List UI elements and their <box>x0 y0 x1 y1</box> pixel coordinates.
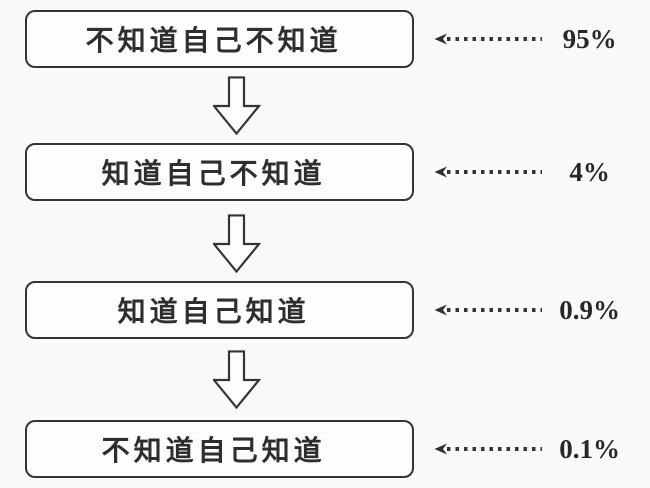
left-arrowhead-icon <box>434 33 448 45</box>
flow-box-3: 知道自己知道 <box>25 281 415 339</box>
dotted-arrow <box>434 165 543 179</box>
dotted-arrow <box>434 32 543 46</box>
dotted-line <box>447 447 543 451</box>
down-arrow-icon <box>213 350 261 410</box>
flow-row-2: 知道自己不知道 4% <box>25 143 625 201</box>
percentage-label: 95% <box>562 23 617 54</box>
down-arrow-icon <box>213 214 261 274</box>
flow-box-label: 知道自己不知道 <box>101 159 326 190</box>
dotted-line <box>447 308 543 312</box>
percentage-label: 4% <box>569 156 610 187</box>
flow-box-label: 不知道自己不知道 <box>85 26 342 57</box>
flow-box-1: 不知道自己不知道 <box>25 10 415 68</box>
dotted-arrow <box>434 303 543 317</box>
flow-box-label: 知道自己知道 <box>117 297 310 328</box>
flow-row-3: 知道自己知道 0.9% <box>25 281 625 339</box>
left-arrowhead-icon <box>434 443 448 455</box>
percentage-label: 0.1% <box>559 433 620 464</box>
dotted-line <box>447 170 543 174</box>
flow-row-1: 不知道自己不知道 95% <box>25 10 625 68</box>
flow-row-4: 不知道自己知道 0.1% <box>25 420 625 478</box>
dotted-line <box>447 37 543 41</box>
percentage-label: 0.9% <box>559 294 620 325</box>
left-arrowhead-icon <box>434 304 448 316</box>
flow-box-4: 不知道自己知道 <box>25 420 415 478</box>
left-arrowhead-icon <box>434 166 448 178</box>
flow-box-2: 知道自己不知道 <box>25 143 415 201</box>
flow-box-label: 不知道自己知道 <box>101 436 326 467</box>
down-arrow-icon <box>213 76 261 136</box>
dotted-arrow <box>434 442 543 456</box>
